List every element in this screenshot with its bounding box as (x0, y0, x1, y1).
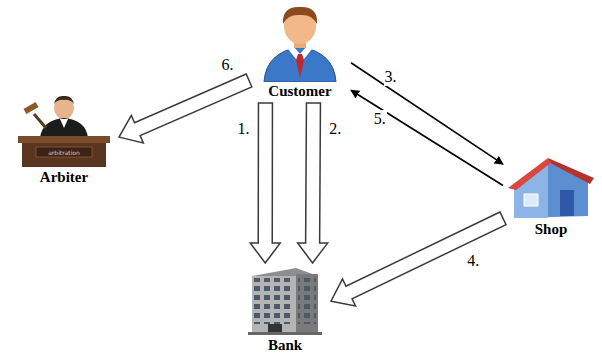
actor-node: Arbiter (12, 92, 116, 186)
step-number: 4. (466, 252, 480, 270)
block-arrow (250, 103, 280, 263)
step-number: 3. (384, 68, 398, 86)
shop-icon (506, 156, 596, 220)
node-label: Arbiter (12, 168, 116, 186)
actor-node: Shop (506, 156, 596, 238)
block-arrow (331, 212, 506, 306)
step-number: 6. (220, 56, 234, 74)
node-label: Bank (242, 336, 328, 354)
node-label: Customer (252, 82, 348, 100)
block-arrow (119, 74, 252, 143)
bank-building-icon (242, 266, 328, 336)
arbiter-icon (12, 92, 116, 168)
node-label: Shop (506, 220, 596, 238)
step-number: 1. (236, 120, 250, 138)
block-arrow (298, 103, 328, 263)
customer-icon (252, 2, 348, 82)
message-arrow (351, 90, 503, 185)
actor-node: Bank (242, 266, 328, 354)
step-number: 2. (328, 120, 342, 138)
step-number: 5. (373, 110, 387, 128)
actor-node: Customer (252, 2, 348, 100)
message-arrow (351, 63, 503, 164)
desk-sign-text: arbitration (48, 149, 80, 156)
